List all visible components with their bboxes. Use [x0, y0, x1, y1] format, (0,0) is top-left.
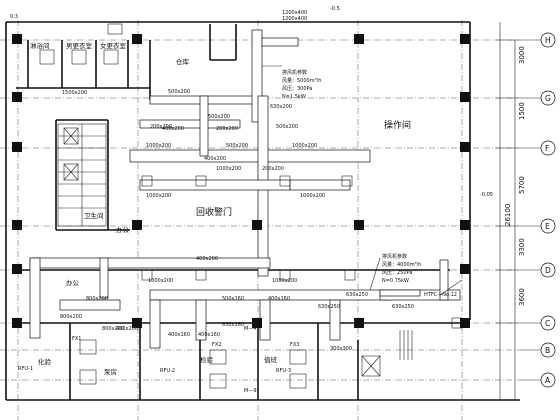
equipment-label: FX1	[72, 336, 81, 342]
fan-note-right: 排风机参数 风量：4000m³/h 风压：250Pa N=0.75kW HTFC…	[382, 253, 457, 298]
diffusers	[39, 23, 463, 389]
room-label-female: 女更衣室	[100, 41, 127, 50]
columns	[12, 34, 470, 328]
fan-note-top: 排风机参数 风量：5000m³/h 风压：300Pa N=1.5kW	[282, 69, 321, 100]
fan-note-pressure: 风压：250Pa	[382, 270, 412, 276]
duct-label: 1500x200	[62, 90, 87, 96]
duct-label: 1000x200	[146, 143, 171, 149]
door-mark: M—9	[244, 388, 257, 394]
dimension-label: 3000	[518, 46, 526, 64]
axis-label: H	[545, 36, 551, 45]
equipment-label: FX2	[212, 342, 221, 348]
room-label-male: 男更衣室	[66, 41, 93, 50]
room-label-bath: 淋浴间	[30, 41, 50, 50]
axis-label: G	[545, 94, 551, 103]
duct-label: 800x200	[102, 326, 124, 332]
duct-label: 400x200	[204, 156, 226, 162]
equipment-label: RFU-3	[276, 368, 291, 374]
equipment-label: FX3	[290, 342, 299, 348]
room-label-b: 检验	[200, 355, 214, 364]
duct-label: 200x200	[150, 124, 172, 130]
dimension-label: 26100	[504, 204, 512, 226]
room-label-lobby: 回收警门	[196, 206, 232, 218]
dimension-label: 3600	[518, 288, 526, 306]
duct-label: 1000x200	[216, 166, 241, 172]
fan-note-title: 排风机参数	[282, 69, 307, 76]
room-label-office-right: 办公	[116, 225, 130, 234]
fan-note-title: 排风机参数	[382, 253, 407, 260]
elevation-label: 0.3	[10, 14, 18, 20]
shaft-label: 1200x400	[282, 10, 307, 16]
fan-tag: HTFC-I-No.12	[424, 292, 457, 298]
equipment-label: RFU-1	[18, 366, 33, 372]
axis-label: E	[545, 222, 550, 231]
duct-label: 400x200	[162, 126, 184, 132]
duct-label: 1000x200	[300, 193, 325, 199]
door-mark: M—4	[244, 326, 257, 332]
axis-bubbles	[520, 32, 556, 388]
duct-label: 200x200	[216, 126, 238, 132]
duct-label: 400x200	[116, 326, 138, 332]
duct-label: 400x160	[198, 332, 220, 338]
level-mark: -0.05	[480, 192, 493, 198]
room-label-office-left: 办公	[66, 278, 80, 287]
equipment-label: RFU-2	[160, 368, 175, 374]
fan-note-power: N=1.5kW	[282, 94, 306, 100]
axis-label: C	[545, 319, 550, 328]
room-label-storage: 仓库	[176, 57, 190, 66]
duct-label: 500x200	[208, 114, 230, 120]
duct-label: 500x160	[222, 296, 244, 302]
fan-note-pressure: 风压：300Pa	[282, 86, 312, 92]
room-label-wc: 卫生间	[84, 211, 104, 220]
room-label-lab: 化验	[38, 357, 52, 366]
duct-label: 630x250	[318, 304, 340, 310]
axis-label: B	[545, 346, 550, 355]
axis-label: F	[545, 144, 549, 153]
duct-label: 800x200	[60, 314, 82, 320]
duct-label: 500x200	[276, 124, 298, 130]
duct-label: 400x160	[268, 296, 290, 302]
duct-label: 630x200	[270, 104, 292, 110]
room-label-a: 值班	[264, 355, 278, 364]
axis-label: D	[545, 266, 551, 275]
duct-label: 630x250	[346, 292, 368, 298]
duct-label: 1000x200	[146, 193, 171, 199]
room-label-pump: 泵房	[104, 367, 117, 376]
fan-note-flow: 风量：4000m³/h	[382, 261, 421, 268]
duct-label: 400x200	[196, 256, 218, 262]
duct-label: 500x200	[226, 143, 248, 149]
walls	[5, 21, 520, 401]
dimension-chain	[496, 22, 519, 400]
leaders	[262, 65, 463, 296]
duct-label: 300x300	[330, 346, 352, 352]
duct-label: 630x250	[392, 304, 414, 310]
duct-label: 1200x400	[282, 16, 307, 22]
dimension-label: 1500	[518, 102, 526, 120]
duct-label: 1000x200	[292, 143, 317, 149]
dimension-label: 5700	[518, 176, 526, 194]
duct-label: 1000x200	[272, 278, 297, 284]
duct-label: 630x160	[222, 322, 244, 328]
duct-network	[29, 29, 461, 349]
dimension-label: 3300	[518, 238, 526, 256]
duct-label: 400x160	[168, 332, 190, 338]
fan-note-flow: 风量：5000m³/h	[282, 77, 321, 84]
duct-label: 1000x200	[148, 278, 173, 284]
duct-label: 200x200	[262, 166, 284, 172]
stairs	[57, 123, 413, 377]
elevation-label: -0.5	[330, 6, 340, 12]
axis-label: A	[545, 376, 551, 385]
duct-label: 800x200	[86, 296, 108, 302]
duct-label: 500x200	[168, 89, 190, 95]
fan-note-power: N=0.75kW	[382, 278, 409, 284]
room-label-mech: 操作间	[384, 119, 411, 131]
